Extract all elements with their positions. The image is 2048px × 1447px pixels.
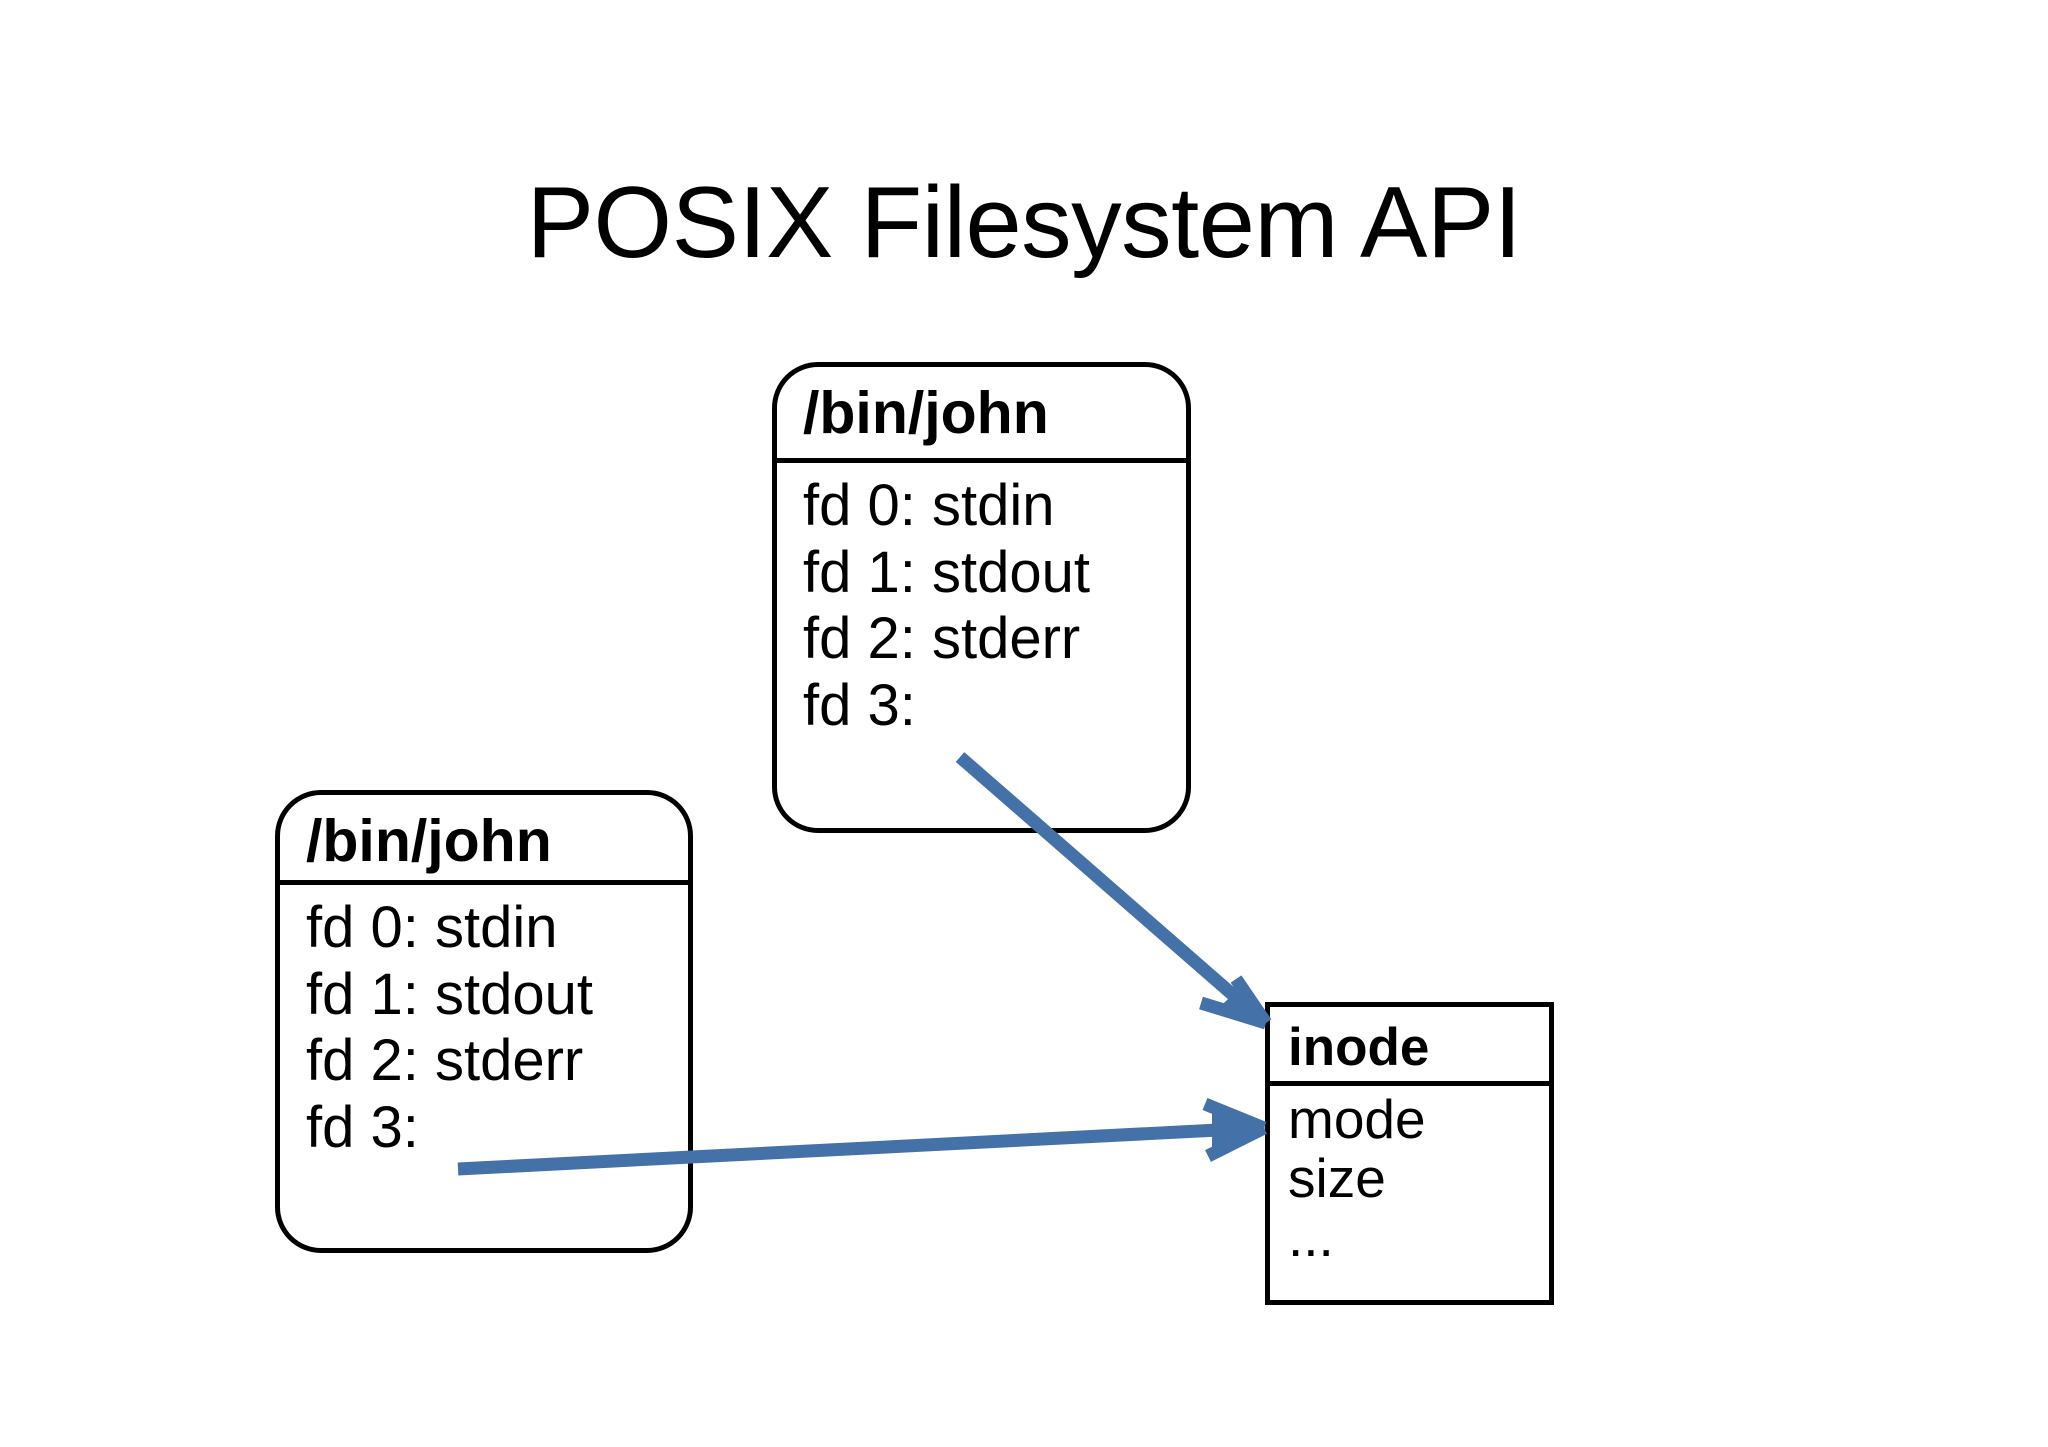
inode-box: inode mode size ... bbox=[1265, 1002, 1554, 1305]
process-box-bottom-header: /bin/john bbox=[280, 795, 688, 885]
inode-box-header: inode bbox=[1270, 1007, 1549, 1086]
process-box-top: /bin/john fd 0: stdin fd 1: stdout fd 2:… bbox=[772, 362, 1191, 833]
inode-field-row: size bbox=[1288, 1146, 1386, 1209]
inode-box-body: mode size ... bbox=[1270, 1086, 1549, 1267]
fd-row: fd 3: bbox=[306, 1094, 419, 1160]
process-box-bottom: /bin/john fd 0: stdin fd 1: stdout fd 2:… bbox=[275, 790, 693, 1253]
fd-row: fd 0: stdin bbox=[306, 895, 558, 960]
fd-row: fd 3: bbox=[803, 672, 916, 738]
fd-row: fd 2: stderr bbox=[803, 606, 1081, 672]
page-title: POSIX Filesystem API bbox=[526, 167, 1522, 279]
process-box-top-body: fd 0: stdin fd 1: stdout fd 2: stderr fd… bbox=[777, 463, 1186, 738]
fd-row: fd 1: stdout bbox=[306, 961, 593, 1027]
fd-row: fd 0: stdin bbox=[803, 473, 1055, 538]
inode-field-row: mode bbox=[1288, 1088, 1426, 1150]
fd-row: fd 1: stdout bbox=[803, 539, 1090, 605]
fd-row: fd 2: stderr bbox=[306, 1028, 584, 1094]
process-box-top-header: /bin/john bbox=[777, 367, 1186, 463]
inode-field-row: ... bbox=[1288, 1205, 1334, 1268]
process-box-bottom-body: fd 0: stdin fd 1: stdout fd 2: stderr fd… bbox=[280, 885, 688, 1160]
